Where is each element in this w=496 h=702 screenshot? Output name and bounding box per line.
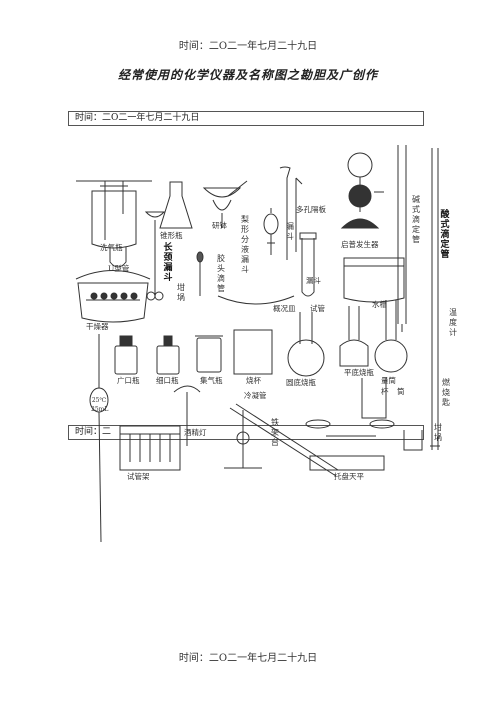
round-flask-2-icon (374, 300, 408, 373)
label-funnel2: 漏斗 (306, 276, 321, 285)
label-acid-burette: 酸式滴定管 (440, 210, 450, 260)
evap-dish-icon (217, 295, 295, 305)
label-iron-stand: 铁架台 (271, 418, 279, 447)
label-balance: 托盘天平 (334, 472, 364, 481)
label-thermometer: 温度计 (449, 308, 457, 337)
label-alcohol-lamp: 酒精灯 (184, 428, 207, 437)
label-desiccator: 干燥器 (86, 322, 109, 331)
footer-time: 时间：二O二一年七月二十九日 (178, 653, 318, 664)
label-pipette-mark: 25℃ 25mL (91, 397, 109, 413)
label-crucible2: 坩埚 (434, 423, 442, 442)
label-beaker: 烧杯 (246, 376, 261, 385)
condenser-icon (229, 403, 339, 477)
label-conical-flask: 锥形瓶 (160, 231, 183, 240)
label-test-tube: 试管 (310, 304, 325, 313)
gas-jar-icon (195, 335, 223, 373)
dropper-icon (196, 251, 204, 296)
wide-mouth-bottle-icon (114, 335, 138, 375)
label-long-neck-funnel: 长颈漏斗 (163, 243, 173, 283)
round-flask-icon (287, 312, 325, 377)
frame-bar-top: 时间：二O二一年七月二十九日 (68, 111, 424, 126)
crucible-icon (403, 430, 423, 451)
label-beaker-small: 概况皿 (273, 304, 296, 313)
label-round-flask: 圆底烧瓶 (286, 378, 316, 387)
label-flat-flask: 平底烧瓶 (344, 368, 374, 377)
pipette-icon (89, 334, 109, 543)
test-tube-rack-icon (119, 425, 181, 471)
u-tube-icon (109, 247, 127, 268)
gas-wash-bottle-icon (76, 180, 152, 249)
label-crucible: 坩埚 (177, 283, 185, 302)
page-title: 经常使用的化学仪器及名称图之勘胆及广创作 (117, 68, 378, 82)
label-condenser: 冷凝管 (244, 391, 267, 400)
label-u-tube: U型管 (108, 264, 130, 273)
label-water-trough: 水槽 (372, 300, 387, 309)
flat-flask-icon (339, 306, 369, 367)
long-neck-funnel-icon (144, 211, 166, 301)
graduated-cylinder-icon (361, 378, 387, 419)
label-mortar: 研钵 (212, 221, 227, 230)
label-wide-mouth: 广口瓶 (117, 376, 140, 385)
label-cylinder: 筒 (397, 387, 405, 396)
funnel-icon (279, 166, 303, 260)
label-gas-wash: 洗气瓶 (100, 243, 123, 252)
label-gas-jar: 集气瓶 (200, 376, 223, 385)
label-spoon: 燃烧匙 (442, 378, 450, 407)
kipp-generator-icon (340, 152, 384, 229)
label-test-tube-rack: 试管架 (127, 472, 150, 481)
base-burette-icon (397, 145, 407, 332)
beaker-icon (233, 329, 273, 375)
label-base-burette: 碱式滴定管 (412, 195, 420, 244)
label-perforated-plate: 多孔隔板 (296, 205, 326, 214)
water-trough-icon (343, 257, 405, 303)
label-cup: 杯 (381, 387, 389, 396)
desiccator-icon (75, 270, 151, 323)
mortar-icon (202, 180, 248, 228)
label-funnel: 漏斗 (286, 222, 294, 241)
label-kipp: 启普发生器 (341, 240, 379, 249)
label-narrow-mouth: 细口瓶 (156, 376, 179, 385)
balance-icon (305, 419, 395, 471)
header-time: 时间：二O二一年七月二十九日 (178, 41, 318, 52)
label-dropper: 胶头滴管 (217, 254, 225, 293)
combustion-spoon-icon (173, 385, 201, 446)
label-sep-funnel: 梨形分液漏斗 (241, 215, 249, 274)
conical-flask-icon (159, 181, 193, 229)
label-vol-flask: 量筒 (381, 376, 396, 385)
test-tube-icon (299, 232, 317, 297)
acid-burette-icon (430, 148, 440, 450)
narrow-mouth-bottle-icon (156, 335, 180, 375)
iron-stand-icon (224, 410, 262, 469)
sep-funnel-icon (263, 208, 279, 255)
